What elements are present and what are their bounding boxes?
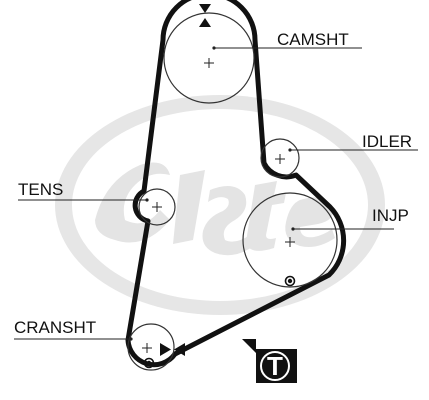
leader-lines xyxy=(14,47,418,340)
label-tensioner: TENS xyxy=(18,180,63,199)
crankshaft-pulley xyxy=(127,323,175,371)
injection-pump-pulley xyxy=(242,192,338,288)
label-camshaft: CAMSHT xyxy=(277,30,349,49)
arrow-triangle-icon xyxy=(199,4,211,27)
camshaft-pulley xyxy=(163,12,255,104)
timing-mark-letter: T xyxy=(267,351,283,381)
label-injection-pump: INJP xyxy=(372,206,409,225)
gates-logo-watermark xyxy=(55,95,385,315)
label-idler: IDLER xyxy=(362,132,412,151)
timing-mark-icon: T xyxy=(242,339,297,383)
timing-belt xyxy=(125,0,347,368)
label-crankshaft: CRANSHT xyxy=(14,318,96,337)
crank-timing-marker-icon xyxy=(160,343,185,356)
